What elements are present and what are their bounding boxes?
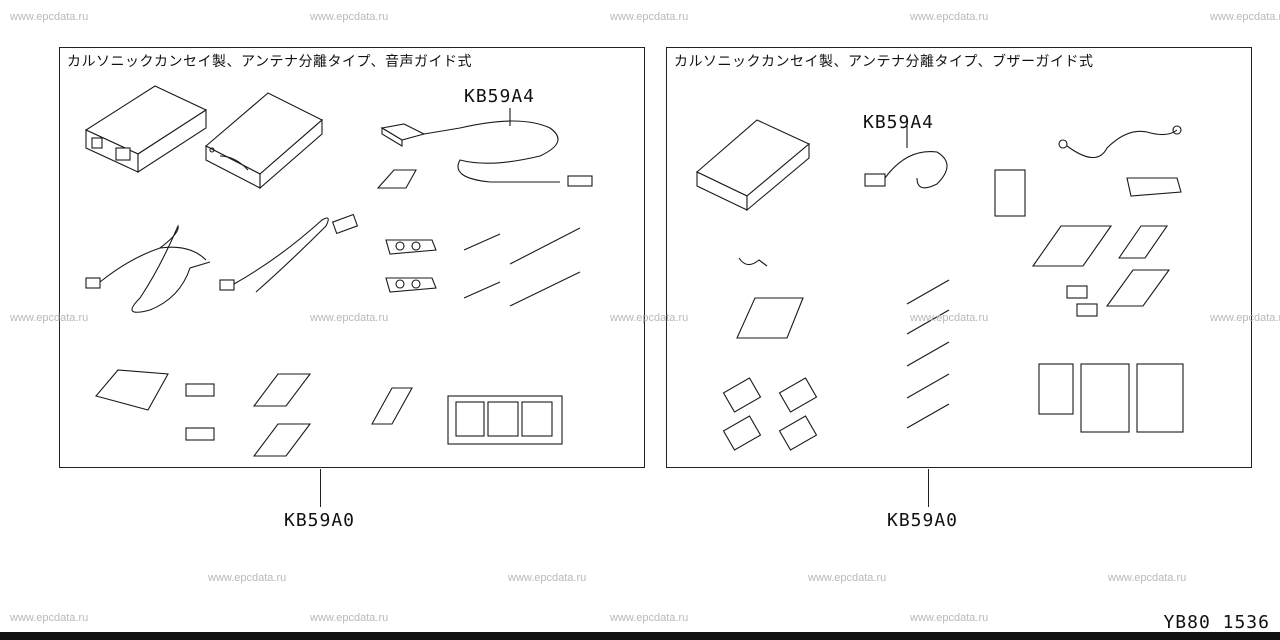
diagram-code: YB80 1536: [1163, 612, 1270, 633]
kit-panel-buzzer-guide: カルソニックカンセイ製、アンテナ分離タイプ、ブザーガイド式: [666, 47, 1252, 468]
watermark: www.epcdata.ru: [910, 11, 989, 23]
clip-set-illustration: [385, 239, 437, 293]
panel-title: カルソニックカンセイ製、アンテナ分離タイプ、音声ガイド式: [67, 54, 473, 70]
antenna-illustration: [864, 126, 948, 189]
watermark: www.epcdata.ru: [10, 11, 89, 23]
label-sheet-illustration: [1038, 363, 1184, 433]
clip-set-illustration: [1126, 177, 1182, 197]
watermark: www.epcdata.ru: [808, 572, 887, 584]
watermark: www.epcdata.ru: [1210, 312, 1280, 324]
watermark: www.epcdata.ru: [610, 11, 689, 23]
harness-illustration: [1058, 125, 1182, 159]
bottom-border: [0, 632, 1280, 640]
pad-set-illustration: [95, 369, 413, 457]
bracket-illustration: [736, 297, 804, 339]
antenna-illustration: [380, 108, 593, 187]
card-label-illustration: [994, 169, 1026, 217]
watermark: www.epcdata.ru: [310, 312, 389, 324]
cable-tie-illustration: [906, 279, 950, 429]
leader-line: [928, 469, 929, 507]
parts-illustration-buzzer-guide: [696, 119, 1184, 451]
part-number-label: KB59A0: [284, 510, 356, 531]
watermark: www.epcdata.ru: [910, 612, 989, 624]
cable-tie-illustration: [463, 227, 581, 307]
watermark: www.epcdata.ru: [1108, 572, 1187, 584]
callout-label: KB59A4: [464, 86, 536, 107]
watermark: www.epcdata.ru: [10, 612, 89, 624]
watermark: www.epcdata.ru: [310, 612, 389, 624]
etc-unit-illustration: [84, 85, 208, 174]
watermark: www.epcdata.ru: [508, 572, 587, 584]
pad-set-illustration: [1031, 225, 1171, 317]
watermark: www.epcdata.ru: [310, 11, 389, 23]
watermark: www.epcdata.ru: [610, 612, 689, 624]
etc-unit-illustration: [696, 119, 811, 212]
card-unit-illustration: [205, 92, 323, 190]
hook-illustration: [738, 257, 768, 267]
part-number-label: KB59A0: [887, 510, 959, 531]
leader-line: [320, 469, 321, 507]
harness-illustration: [85, 224, 211, 313]
panel-title: カルソニックカンセイ製、アンテナ分離タイプ、ブザーガイド式: [674, 54, 1094, 70]
kit-panel-voice-guide: カルソニックカンセイ製、アンテナ分離タイプ、音声ガイド式: [59, 47, 645, 468]
watermark: www.epcdata.ru: [208, 572, 287, 584]
watermark: www.epcdata.ru: [910, 312, 989, 324]
watermark: www.epcdata.ru: [10, 312, 89, 324]
bracket-illustration: [376, 169, 417, 189]
watermark: www.epcdata.ru: [610, 312, 689, 324]
label-sheet-illustration: [447, 395, 563, 445]
callout-label: KB59A4: [863, 112, 935, 133]
clip-pad-illustration: [722, 377, 818, 451]
harness-illustration: [219, 213, 359, 293]
watermark: www.epcdata.ru: [1210, 11, 1280, 23]
parts-illustration-voice-guide: [84, 85, 593, 457]
